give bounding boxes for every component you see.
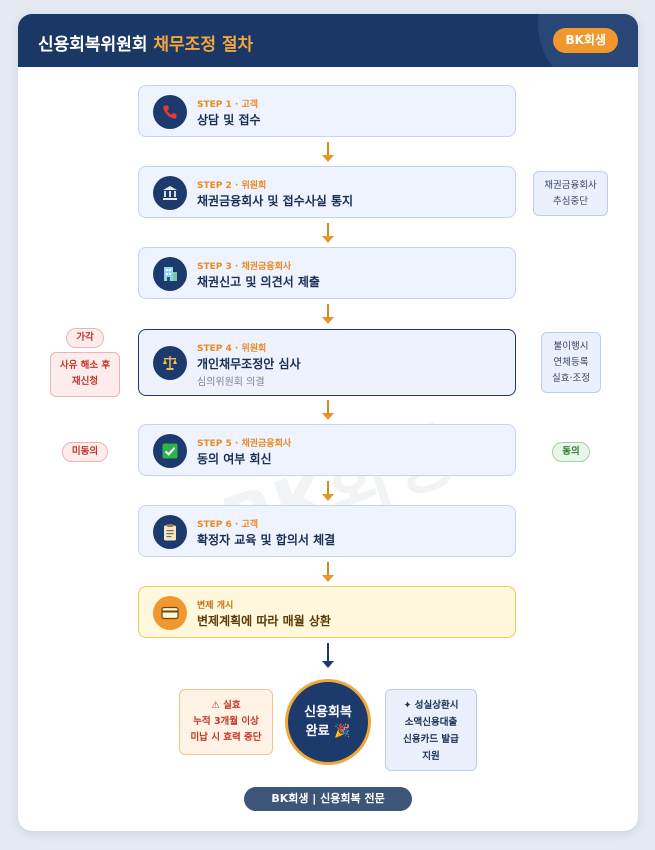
benefit-title: ✦ 성실상환시 bbox=[403, 700, 459, 711]
step-1: STEP 1 · 고객 상담 및 접수 bbox=[138, 85, 516, 137]
note-line: 실효·조정 bbox=[552, 373, 590, 384]
step-label: STEP 5 · 채권금융회사 bbox=[197, 439, 292, 449]
note-line: 추심중단 bbox=[553, 196, 588, 207]
office-building-icon bbox=[153, 257, 187, 291]
step-title: 개인채무조정안 심사 bbox=[197, 357, 301, 371]
disagree-pill: 미동의 bbox=[62, 442, 108, 462]
step-label: STEP 1 · 고객 bbox=[197, 100, 259, 110]
note-line: 연체등록 bbox=[553, 357, 589, 368]
flow-arrow bbox=[322, 223, 334, 243]
completion-circle: 신용회복 완료 🎉 bbox=[285, 679, 371, 765]
step-title: 상담 및 접수 bbox=[197, 113, 261, 127]
page-title: 신용회복위원회 채무조정 절차 bbox=[38, 30, 253, 55]
scales-icon bbox=[153, 346, 187, 380]
completion-line: 완료 🎉 bbox=[305, 724, 351, 739]
agree-pill: 동의 bbox=[552, 442, 590, 462]
title-accent: 채무조정 절차 bbox=[153, 35, 254, 55]
flowchart-card: 신용회복위원회 채무조정 절차 BK회생 BK회생 STEP 1 · 고객 상담… bbox=[18, 14, 638, 831]
benefit-line: 지원 bbox=[422, 751, 440, 762]
clipboard-icon bbox=[153, 515, 187, 549]
flow-arrow bbox=[322, 481, 334, 501]
step-5: STEP 5 · 채권금융회사 동의 여부 회신 bbox=[138, 424, 516, 476]
dismiss-pill: 가각 bbox=[66, 328, 104, 348]
note-line: 사유 해소 후 bbox=[59, 360, 111, 371]
note-line: 채권금융회사 bbox=[544, 180, 597, 191]
benefit-line: 소액신용대출 bbox=[404, 717, 458, 728]
warning-title: ⚠ 실효 bbox=[211, 700, 241, 711]
step-label: STEP 2 · 위원회 bbox=[197, 181, 267, 191]
title-main: 신용회복위원회 bbox=[38, 35, 148, 55]
footer-badge: BK회생 | 신용회복 전문 bbox=[244, 787, 412, 811]
step-title: 변제계획에 따라 매월 상환 bbox=[197, 614, 331, 628]
completion-line: 신용회복 bbox=[304, 705, 352, 720]
brand-badge: BK회생 bbox=[553, 28, 618, 53]
step-2: STEP 2 · 위원회 채권금융회사 및 접수사실 통지 bbox=[138, 166, 516, 218]
note-line: 불이행시 bbox=[553, 341, 589, 352]
step-label: STEP 6 · 고객 bbox=[197, 520, 259, 530]
default-note: 불이행시 연체등록 실효·조정 bbox=[541, 332, 601, 393]
step-3: STEP 3 · 채권금융회사 채권신고 및 의견서 제출 bbox=[138, 247, 516, 299]
step-title: 채권신고 및 의견서 제출 bbox=[197, 275, 320, 289]
step-title: 확정자 교육 및 합의서 체결 bbox=[197, 533, 336, 547]
lapse-warning-box: ⚠ 실효 누적 3개월 이상 미납 시 효력 중단 bbox=[179, 689, 273, 755]
header: 신용회복위원회 채무조정 절차 BK회생 bbox=[18, 14, 638, 67]
step-title: 동의 여부 회신 bbox=[197, 452, 272, 466]
flow-arrow bbox=[322, 400, 334, 420]
step-label: 변제 개시 bbox=[197, 601, 234, 611]
check-mark-icon bbox=[153, 434, 187, 468]
benefit-line: 신용카드 발급 bbox=[403, 734, 459, 745]
step-6: STEP 6 · 고객 확정자 교육 및 합의서 체결 bbox=[138, 505, 516, 557]
flow-arrow bbox=[322, 562, 334, 582]
flow-arrow bbox=[322, 643, 334, 671]
step-subtitle: 심의위원회 의결 bbox=[197, 377, 265, 388]
bank-icon bbox=[153, 176, 187, 210]
step-4: STEP 4 · 위원회 개인채무조정안 심사 심의위원회 의결 bbox=[138, 329, 516, 396]
flow-arrow bbox=[322, 142, 334, 162]
step-title: 채권금융회사 및 접수사실 통지 bbox=[197, 194, 354, 208]
repayment-step: 변제 개시 변제계획에 따라 매월 상환 bbox=[138, 586, 516, 638]
step-label: STEP 3 · 채권금융회사 bbox=[197, 262, 292, 272]
warning-line: 미납 시 효력 중단 bbox=[190, 732, 262, 743]
reapply-note: 사유 해소 후 재신청 bbox=[50, 352, 120, 397]
note-line: 재신청 bbox=[71, 376, 99, 387]
collection-stop-note: 채권금융회사 추심중단 bbox=[533, 171, 608, 216]
warning-line: 누적 3개월 이상 bbox=[193, 716, 259, 727]
benefits-box: ✦ 성실상환시 소액신용대출 신용카드 발급 지원 bbox=[385, 689, 477, 771]
flow-arrow bbox=[322, 304, 334, 324]
step-label: STEP 4 · 위원회 bbox=[197, 344, 267, 354]
credit-card-icon bbox=[153, 596, 187, 630]
phone-icon bbox=[153, 95, 187, 129]
